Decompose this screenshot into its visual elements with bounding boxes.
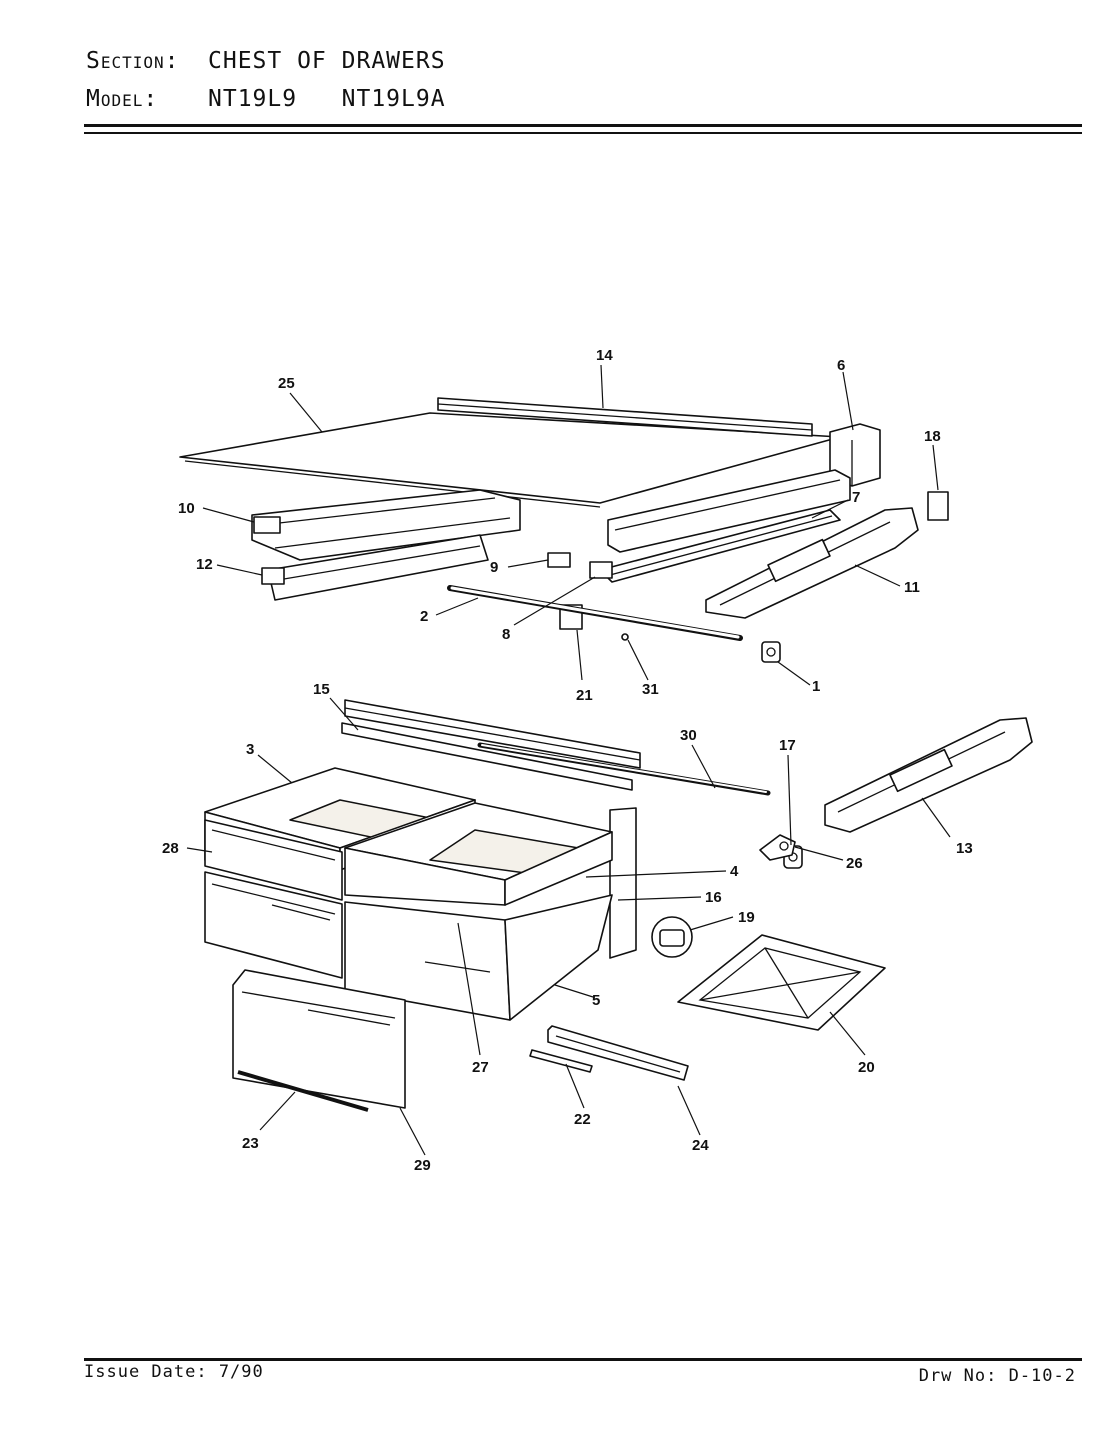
callout-31: 31 [642, 681, 659, 698]
part-4-crisper-drawer-right [344, 802, 613, 906]
callout-26: 26 [846, 855, 863, 872]
callout-12: 12 [196, 556, 213, 573]
part-7-rail-right-upper [599, 469, 851, 583]
part-23-trim-strip [237, 1070, 369, 1112]
section-label: Section: [86, 48, 180, 74]
part-12-rail-left-lower [261, 534, 489, 601]
callout-labels: 14 6 25 18 10 7 12 9 11 2 8 21 31 1 15 3… [162, 347, 973, 1174]
callout-6: 6 [837, 357, 845, 374]
callout-27: 27 [472, 1059, 489, 1076]
drawer-lower-left [204, 871, 343, 979]
part-15-crisper-cover-frame [341, 699, 641, 791]
leader-lines [186, 364, 951, 1156]
callout-18: 18 [924, 428, 941, 445]
callout-30: 30 [680, 727, 697, 744]
callout-15: 15 [313, 681, 330, 698]
part-19-clip-detail [651, 916, 693, 958]
callout-9: 9 [490, 559, 498, 576]
callout-10: 10 [178, 500, 195, 517]
callout-20: 20 [858, 1059, 875, 1076]
part-16-side-panel [609, 807, 637, 959]
part-13-support-right [824, 717, 1033, 833]
callout-17: 17 [779, 737, 796, 754]
model-heading: Model: NT19L9 NT19L9A [86, 86, 446, 112]
callout-11: 11 [904, 579, 920, 596]
footer-rule [84, 1358, 1082, 1361]
callout-3: 3 [246, 741, 254, 758]
callout-19: 19 [738, 909, 755, 926]
callout-23: 23 [242, 1135, 259, 1152]
section-heading: Section: CHEST OF DRAWERS [86, 48, 446, 74]
part-29-drawer-front [232, 969, 406, 1109]
header-rule-bottom [84, 132, 1082, 134]
part-20-frame [677, 934, 886, 1031]
callout-29: 29 [414, 1157, 431, 1174]
part-22-trim [529, 1049, 593, 1073]
part-9-clip [547, 552, 571, 568]
part-10-rail-left-upper [251, 489, 521, 561]
callout-7: 7 [852, 489, 860, 506]
callout-22: 22 [574, 1111, 591, 1128]
part-8-clip [589, 561, 613, 579]
callout-2: 2 [420, 608, 428, 625]
model-value: NT19L9 NT19L9A [208, 86, 446, 112]
part-11-support-right [705, 507, 919, 619]
part-26-cam [759, 834, 796, 861]
callout-16: 16 [705, 889, 722, 906]
issue-date: Issue Date: 7/90 [84, 1362, 264, 1382]
callout-25: 25 [278, 375, 295, 392]
callout-24: 24 [692, 1137, 709, 1154]
model-label: Model: [86, 86, 159, 112]
callout-14: 14 [596, 347, 613, 364]
part-24-slide [547, 1025, 689, 1081]
callout-21: 21 [576, 687, 593, 704]
part-31-screw [621, 633, 629, 641]
callout-4: 4 [730, 863, 739, 880]
part-14-rear-trim [437, 397, 813, 437]
header-rule-top [84, 124, 1082, 127]
section-value: CHEST OF DRAWERS [208, 48, 446, 74]
callout-13: 13 [956, 840, 973, 857]
callout-1: 1 [812, 678, 820, 695]
part-18-bracket [927, 491, 949, 521]
callout-5: 5 [592, 992, 600, 1009]
drawing-number: Drw No: D-10-2 [918, 1366, 1076, 1386]
callout-8: 8 [502, 626, 510, 643]
part-1-bushing [761, 641, 781, 663]
callout-28: 28 [162, 840, 179, 857]
